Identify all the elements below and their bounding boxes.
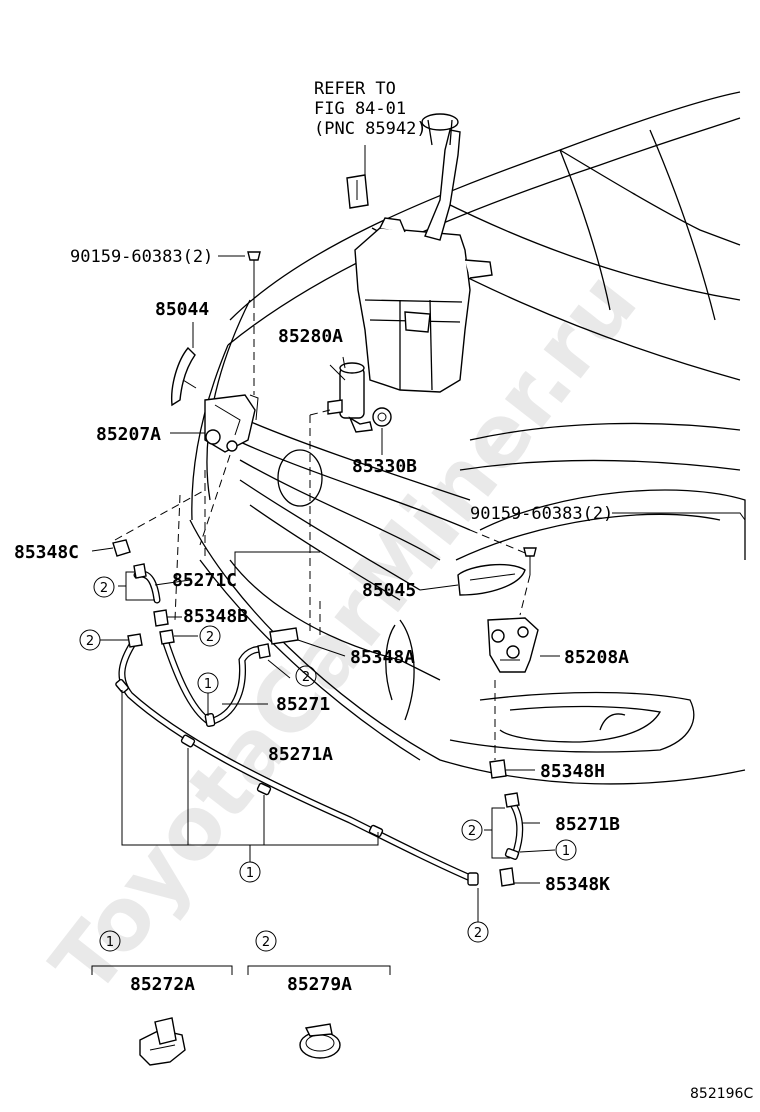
callout-2-85348A: 2 — [295, 665, 317, 687]
label-85330B: 85330B — [352, 456, 417, 477]
svg-text:2: 2 — [468, 824, 476, 839]
label-85271: 85271 — [276, 694, 330, 715]
label-85348B: 85348B — [183, 606, 248, 627]
actuator-left — [204, 394, 259, 453]
actuator-right — [487, 617, 539, 673]
legend-item-1: 1 85272A — [91, 930, 233, 1066]
label-85271B: 85271B — [555, 814, 620, 835]
label-85348K: 85348K — [545, 874, 610, 895]
callout-2-85271B: 2 — [461, 819, 483, 841]
svg-text:1: 1 — [246, 866, 254, 881]
svg-text:2: 2 — [206, 630, 214, 645]
callout-brackets — [100, 571, 556, 922]
leader-lines — [91, 255, 746, 884]
bolt-left — [247, 251, 261, 395]
label-85348C: 85348C — [14, 542, 79, 563]
label-85044: 85044 — [155, 299, 209, 320]
washer-tank — [354, 113, 493, 393]
refer-note-line1: REFER TO — [314, 79, 396, 99]
svg-text:1: 1 — [204, 677, 212, 692]
bolt-right — [519, 547, 537, 616]
legend-item-1-number: 1 — [106, 935, 114, 950]
grommet — [372, 407, 392, 455]
label-bolt-left: 90159-60383(2) — [70, 247, 213, 267]
callout-2-85271C: 2 — [93, 576, 115, 598]
callout-1-85271B: 1 — [555, 839, 577, 861]
hose-clips — [115, 678, 520, 886]
hose-joints — [112, 539, 520, 887]
svg-text:2: 2 — [86, 634, 94, 649]
figure-code: 852196C — [690, 1086, 753, 1102]
routing-dashes — [114, 409, 531, 760]
nozzle-cover-right — [457, 563, 526, 596]
tank-bracket-ref — [346, 145, 369, 209]
nozzle-cover-left — [171, 346, 197, 407]
svg-text:2: 2 — [100, 581, 108, 596]
label-85207A: 85207A — [96, 424, 161, 445]
label-85348H: 85348H — [540, 761, 605, 782]
label-85271C: 85271C — [172, 570, 237, 591]
svg-text:1: 1 — [562, 844, 570, 859]
callout-1-85271A: 1 — [239, 861, 261, 883]
legend-item-2-number: 2 — [262, 935, 270, 950]
vehicle-body-outline — [189, 91, 746, 785]
label-85280A: 85280A — [278, 326, 343, 347]
label-85208A: 85208A — [564, 647, 629, 668]
label-bolt-right: 90159-60383(2) — [470, 504, 613, 524]
svg-text:2: 2 — [474, 926, 482, 941]
label-85348A: 85348A — [350, 647, 415, 668]
callout-2-85348B: 2 — [199, 625, 221, 647]
washer-pump — [327, 362, 373, 433]
callout-2-left-hose: 2 — [79, 629, 101, 651]
refer-note-line2: FIG 84-01 — [314, 99, 406, 119]
label-85045: 85045 — [362, 580, 416, 601]
legend-item-1-part: 85272A — [130, 974, 195, 995]
legend-item-2: 2 85279A — [247, 930, 391, 1059]
label-85271A: 85271A — [268, 744, 333, 765]
svg-text:2: 2 — [302, 670, 310, 685]
callout-1-85271: 1 — [197, 672, 219, 694]
legend-item-2-part: 85279A — [287, 974, 352, 995]
refer-note-line3: (PNC 85942) — [314, 119, 427, 139]
callout-2-85348K: 2 — [467, 921, 489, 943]
